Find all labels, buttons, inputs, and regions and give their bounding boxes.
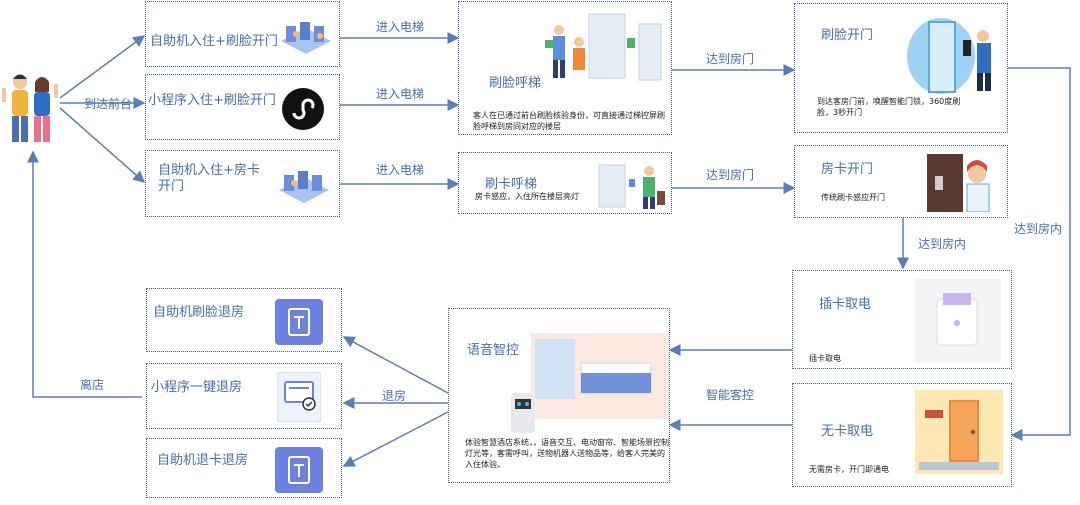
card-power-box: 插卡取电 插卡取电 <box>792 270 1012 369</box>
checkout-kiosk-face-title: 自助机刷脸退房 <box>153 305 245 320</box>
face-door-illustration <box>907 10 1001 99</box>
arrow-leave <box>27 150 142 398</box>
checkin-kiosk-card-title: 自助机入住+房卡开门 <box>158 163 260 194</box>
card-door-illustration <box>927 154 997 217</box>
cardless-power-box: 无卡取电 无需房卡，开门即通电 <box>792 383 1012 487</box>
card-power-desc: 插卡取电 <box>809 354 841 363</box>
face-elevator-desc: 客人在已通过前台刷脸核验身份，可直接通过梯控屏刷脸呼梯到房间对应的楼层 <box>473 111 665 131</box>
label-door-2: 达到房门 <box>706 168 755 182</box>
card-elevator-box: 刷卡呼梯 房卡感应，入住所在楼层亮灯 <box>458 152 672 214</box>
mini-program-icon <box>281 87 325 136</box>
arrow-checkout-1 <box>342 336 449 394</box>
voice-control-desc: 体验智慧酒店系统，，语音交互、电动窗帘、智能场景控制灯光等，客需呼叫，送物机器人… <box>465 438 669 469</box>
label-arrive-front-desk: 到达前台 <box>84 97 133 111</box>
cardless-power-illustration <box>915 390 1003 479</box>
label-door-1: 达到房门 <box>706 52 755 66</box>
arrow-guest-kiosk-card <box>59 107 146 183</box>
label-room-1: 达到房内 <box>918 237 967 251</box>
card-door-title: 房卡开门 <box>821 162 874 177</box>
label-elevator-1: 进入电梯 <box>376 20 425 34</box>
face-elevator-illustration <box>543 10 667 95</box>
voice-control-title: 语音智控 <box>467 343 520 358</box>
voice-control-box: 语音智控 体验智慧酒店系统，，语音交互、电动窗帘、智能场景控制灯光等，客需呼叫，… <box>448 308 670 483</box>
card-elevator-illustration <box>595 159 667 216</box>
guests-illustration <box>0 70 62 152</box>
arrow-guest-kiosk-face <box>59 35 146 99</box>
checkout-mini-title: 小程序一键退房 <box>151 380 243 395</box>
checkin-kiosk-card-box: 自助机入住+房卡开门 <box>145 150 340 217</box>
mini-checkout-icon <box>276 371 322 427</box>
checkout-kiosk-card-box: 自助机退卡退房 <box>146 438 342 498</box>
cardless-power-desc: 无需房卡，开门即通电 <box>809 465 889 474</box>
card-power-title: 插卡取电 <box>819 297 872 312</box>
kiosk-face-checkout-icon <box>275 299 323 350</box>
label-leave: 离店 <box>80 378 105 392</box>
card-power-illustration <box>915 279 1001 368</box>
kiosk-lobby-illustration-2 <box>274 165 334 210</box>
checkout-kiosk-card-title: 自助机退卡退房 <box>157 453 249 468</box>
label-checkout: 退房 <box>382 389 407 403</box>
smart-room-illustration <box>511 333 669 438</box>
label-room-2: 达到房内 <box>1014 222 1063 236</box>
card-elevator-desc: 房卡感应，入住所在楼层亮灯 <box>475 192 579 201</box>
kiosk-card-checkout-icon <box>275 447 323 498</box>
label-elevator-3: 进入电梯 <box>376 163 425 177</box>
card-elevator-title: 刷卡呼梯 <box>485 177 538 192</box>
face-elevator-title: 刷脸呼梯 <box>489 76 542 91</box>
arrow-checkout-3 <box>342 411 449 467</box>
card-door-box: 房卡开门 传统刷卡感应开门 <box>794 145 1008 218</box>
label-smart-control: 智能客控 <box>706 388 755 402</box>
arrow-room2 <box>1008 67 1071 441</box>
label-elevator-2: 进入电梯 <box>376 87 425 101</box>
checkin-mini-face-title: 小程序入住+刷脸开门 <box>148 93 276 108</box>
checkin-kiosk-face-title: 自助机入住+刷脸开门 <box>150 34 278 49</box>
checkout-mini-box: 小程序一键退房 <box>146 363 342 429</box>
face-door-desc: 到达客房门前，唤醒智能门锁，360度刷脸，3秒开门 <box>817 97 961 117</box>
checkout-kiosk-face-box: 自助机刷脸退房 <box>146 288 342 352</box>
checkin-kiosk-face-box: 自助机入住+刷脸开门 <box>145 1 340 67</box>
checkin-mini-face-box: 小程序入住+刷脸开门 <box>145 74 340 140</box>
face-elevator-box: 刷脸呼梯 客人在已通过前台刷脸核验身份，可直接通过梯控屏刷脸呼梯到房间对应的楼层 <box>458 1 672 135</box>
face-door-title: 刷脸开门 <box>821 28 874 43</box>
card-door-desc: 传统刷卡感应开门 <box>821 193 885 202</box>
kiosk-lobby-illustration <box>276 16 336 61</box>
cardless-power-title: 无卡取电 <box>821 424 874 439</box>
face-door-box: 刷脸开门 到达客房门前，唤醒智能门锁，360度刷脸，3秒开门 <box>794 3 1008 133</box>
